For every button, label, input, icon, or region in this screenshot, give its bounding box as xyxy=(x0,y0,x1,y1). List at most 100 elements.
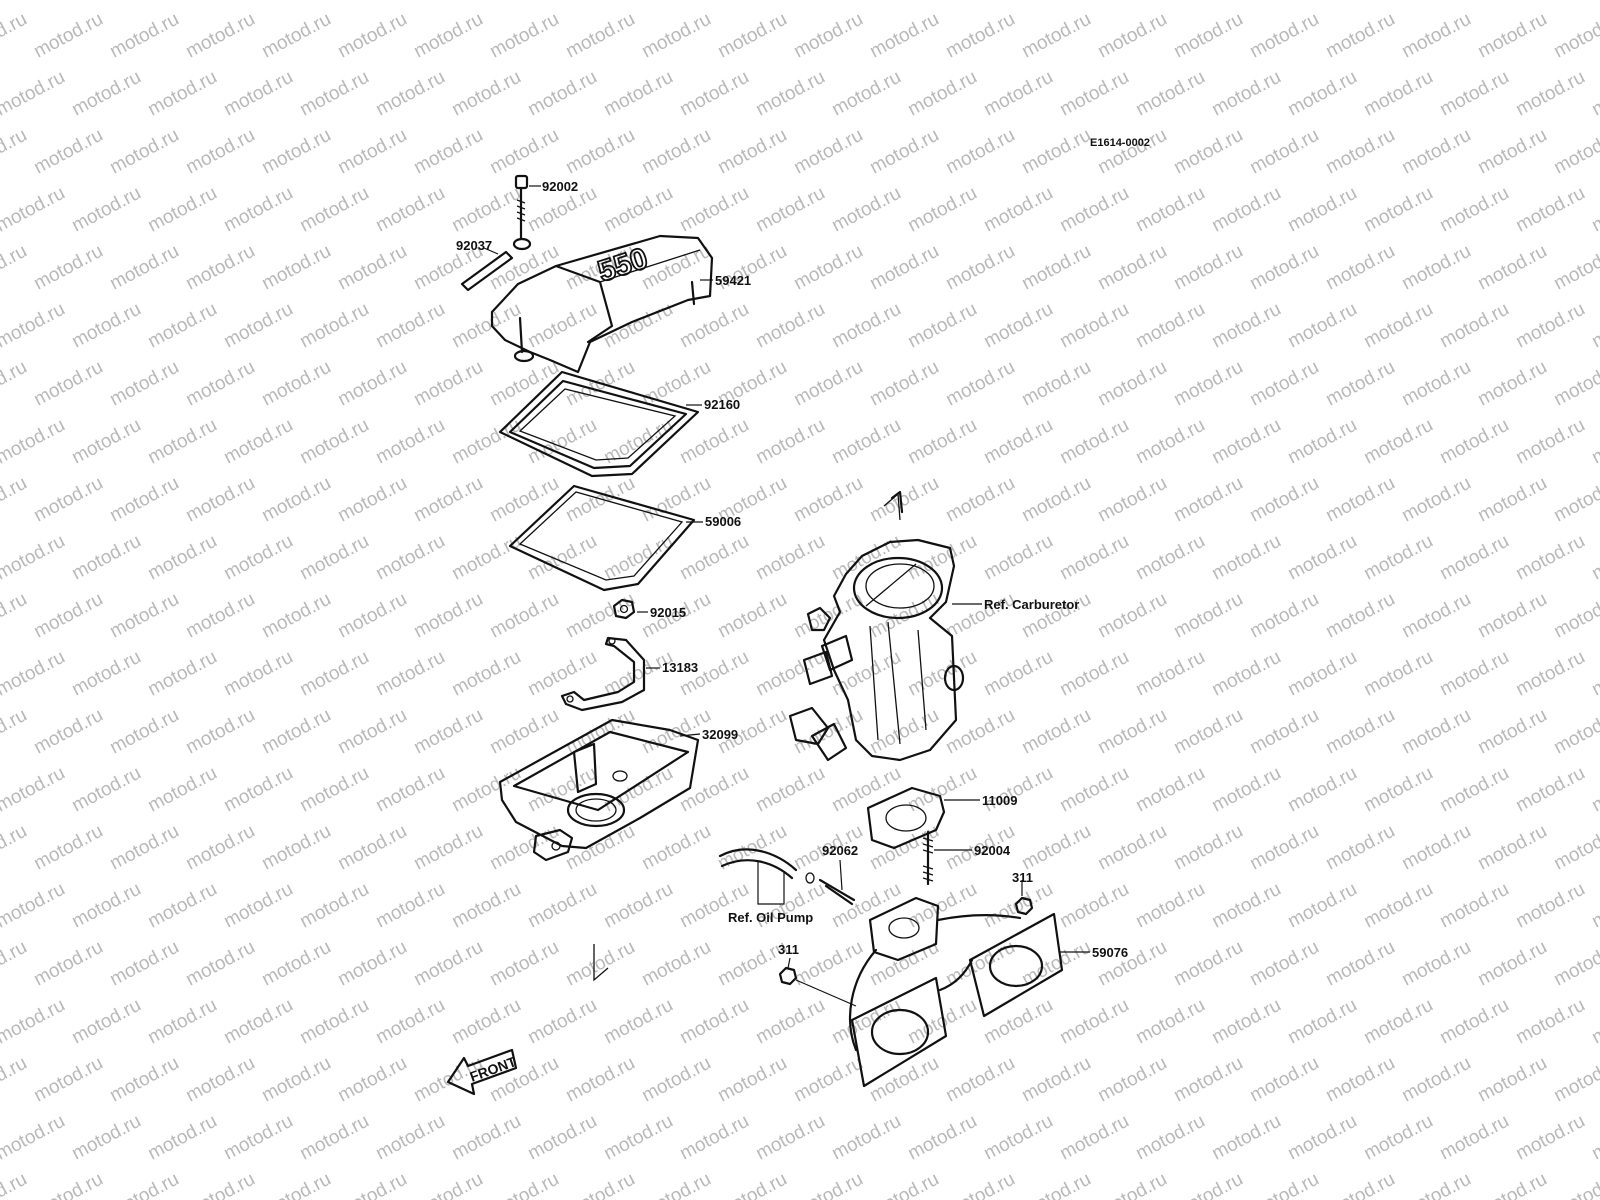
watermark-text: motod.ru xyxy=(410,937,486,991)
watermark-text: motod.ru xyxy=(1550,937,1600,991)
watermark-text: motod.ru xyxy=(106,357,182,411)
watermark-text: motod.ru xyxy=(68,763,144,817)
watermark-text: motod.ru xyxy=(30,125,106,179)
watermark-text: motod.ru xyxy=(0,0,69,4)
watermark-text: motod.ru xyxy=(1398,9,1474,63)
watermark-text: motod.ru xyxy=(182,9,258,63)
watermark-text: motod.ru xyxy=(828,0,904,4)
label-92037: 92037 xyxy=(456,238,492,253)
watermark-text: motod.ru xyxy=(1246,9,1322,63)
watermark-text: motod.ru xyxy=(30,937,106,991)
watermark-text: motod.ru xyxy=(220,299,296,353)
watermark-text: motod.ru xyxy=(144,531,220,585)
watermark-text: motod.ru xyxy=(600,67,676,121)
watermark-text: motod.ru xyxy=(1170,1169,1246,1200)
watermark-text: motod.ru xyxy=(1550,705,1600,759)
nut-311-upper xyxy=(1014,880,1034,916)
watermark-text: motod.ru xyxy=(182,125,258,179)
watermark-text: motod.ru xyxy=(600,0,676,4)
watermark-text: motod.ru xyxy=(1170,9,1246,63)
watermark-text: motod.ru xyxy=(1284,995,1360,1049)
watermark-text: motod.ru xyxy=(1132,0,1208,4)
watermark-text: motod.ru xyxy=(676,299,752,353)
watermark-text: motod.ru xyxy=(334,1053,410,1107)
watermark-text: motod.ru xyxy=(714,125,790,179)
diagram-code: E1614-0002 xyxy=(1090,137,1150,149)
watermark-text: motod.ru xyxy=(1018,705,1094,759)
watermark-text: motod.ru xyxy=(0,1053,31,1107)
watermark-text: motod.ru xyxy=(182,357,258,411)
watermark-text: motod.ru xyxy=(1588,415,1600,469)
watermark-text: motod.ru xyxy=(562,589,638,643)
watermark-text: motod.ru xyxy=(1512,67,1588,121)
watermark-text: motod.ru xyxy=(30,821,106,875)
watermark-text: motod.ru xyxy=(182,589,258,643)
watermark-text: motod.ru xyxy=(372,763,448,817)
watermark-text: motod.ru xyxy=(1360,67,1436,121)
watermark-text: motod.ru xyxy=(1550,357,1600,411)
watermark-text: motod.ru xyxy=(1398,589,1474,643)
watermark-text: motod.ru xyxy=(1170,125,1246,179)
watermark-text: motod.ru xyxy=(1398,241,1474,295)
watermark-text: motod.ru xyxy=(448,1111,524,1165)
watermark-text: motod.ru xyxy=(1512,763,1588,817)
watermark-text: motod.ru xyxy=(904,415,980,469)
watermark-text: motod.ru xyxy=(790,357,866,411)
watermark-text: motod.ru xyxy=(1360,0,1436,4)
watermark-text: motod.ru xyxy=(144,415,220,469)
watermark-text: motod.ru xyxy=(296,995,372,1049)
watermark-text: motod.ru xyxy=(790,125,866,179)
watermark-text: motod.ru xyxy=(790,9,866,63)
watermark-text: motod.ru xyxy=(1436,763,1512,817)
watermark-text: motod.ru xyxy=(714,1053,790,1107)
watermark-text: motod.ru xyxy=(1322,9,1398,63)
watermark-text: motod.ru xyxy=(866,357,942,411)
watermark-text: motod.ru xyxy=(220,0,296,4)
watermark-text: motod.ru xyxy=(1588,531,1600,585)
watermark-text: motod.ru xyxy=(638,9,714,63)
watermark-text: motod.ru xyxy=(524,995,600,1049)
watermark-text: motod.ru xyxy=(752,183,828,237)
watermark-text: motod.ru xyxy=(1322,1169,1398,1200)
watermark-text: motod.ru xyxy=(1208,647,1284,701)
watermark-text: motod.ru xyxy=(752,531,828,585)
watermark-text: motod.ru xyxy=(30,473,106,527)
watermark-text: motod.ru xyxy=(980,647,1056,701)
watermark-text: motod.ru xyxy=(410,9,486,63)
watermark-text: motod.ru xyxy=(372,1111,448,1165)
watermark-text: motod.ru xyxy=(752,763,828,817)
watermark-text: motod.ru xyxy=(1360,531,1436,585)
watermark-text: motod.ru xyxy=(866,125,942,179)
watermark-text: motod.ru xyxy=(1208,763,1284,817)
watermark-text: motod.ru xyxy=(486,9,562,63)
watermark-text: motod.ru xyxy=(1056,183,1132,237)
watermark-text: motod.ru xyxy=(1170,705,1246,759)
watermark-text: motod.ru xyxy=(1550,125,1600,179)
watermark-text: motod.ru xyxy=(1094,705,1170,759)
watermark-text: motod.ru xyxy=(1398,357,1474,411)
watermark-text: motod.ru xyxy=(1398,705,1474,759)
watermark-text: motod.ru xyxy=(0,473,31,527)
watermark-text: motod.ru xyxy=(676,1111,752,1165)
watermark-text: motod.ru xyxy=(1246,937,1322,991)
watermark-text: motod.ru xyxy=(980,415,1056,469)
watermark-text: motod.ru xyxy=(1512,0,1588,4)
watermark-text: motod.ru xyxy=(30,241,106,295)
watermark-text: motod.ru xyxy=(1474,473,1550,527)
watermark-text: motod.ru xyxy=(486,821,562,875)
watermark-text: motod.ru xyxy=(524,67,600,121)
watermark-text: motod.ru xyxy=(448,0,524,4)
watermark-text: motod.ru xyxy=(1170,473,1246,527)
watermark-text: motod.ru xyxy=(1094,357,1170,411)
watermark-text: motod.ru xyxy=(410,821,486,875)
label-11009: 11009 xyxy=(982,793,1017,808)
watermark-text: motod.ru xyxy=(1246,705,1322,759)
watermark-text: motod.ru xyxy=(334,357,410,411)
watermark-text: motod.ru xyxy=(182,241,258,295)
watermark-text: motod.ru xyxy=(904,647,980,701)
watermark-text: motod.ru xyxy=(752,0,828,4)
label-92002: 92002 xyxy=(542,179,578,194)
watermark-text: motod.ru xyxy=(1550,1053,1600,1107)
watermark-text: motod.ru xyxy=(1588,1111,1600,1165)
